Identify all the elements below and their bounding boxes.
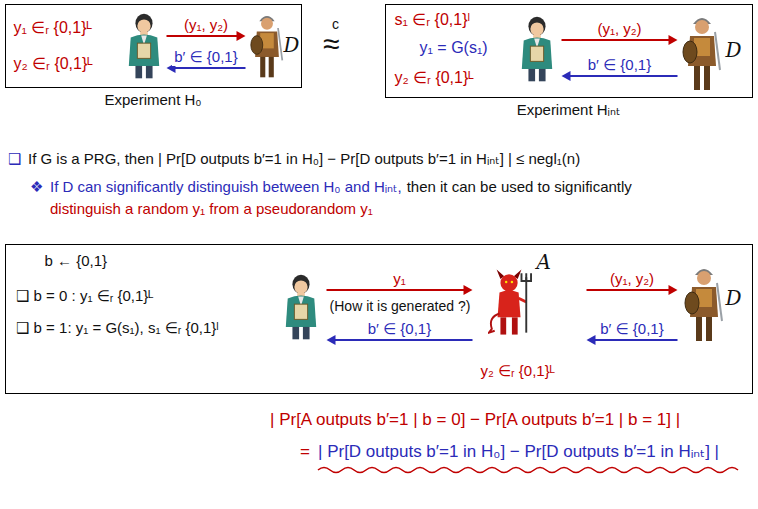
sampling-text: y₁ ∈ᵣ {0,1}ᴸ — [14, 18, 93, 37]
message-label: (y₁, y₂) — [182, 16, 230, 34]
sampling-text: y₂ ∈ᵣ {0,1}ᴸ — [481, 362, 555, 380]
party-name: D — [284, 34, 300, 58]
sampling-text: y₂ ∈ᵣ {0,1}ᴸ — [395, 68, 474, 87]
prg-text: y₁ = G(s₁) — [420, 38, 488, 57]
case-text: ❑ b = 0 : y₁ ∈ᵣ {0,1}ᴸ — [16, 287, 154, 305]
arrow-head — [562, 71, 571, 81]
sampling-text: y₂ ∈ᵣ {0,1}ᴸ — [14, 54, 93, 73]
bullet-text: distinguish a random y₁ from a pseudoran… — [50, 200, 373, 218]
challenger-figure — [129, 14, 159, 79]
coin-text: b ← {0,1} — [45, 252, 108, 270]
distinguisher-node: D — [680, 256, 750, 348]
message-label: (y₁, y₂) — [608, 270, 656, 288]
message-label: b′ ∈ {0,1} — [586, 56, 653, 74]
challenger-figure — [286, 275, 316, 340]
arrow-line — [327, 289, 465, 291]
wavy-underline — [318, 468, 738, 473]
challenger-node: s₁ ∈ᵣ {0,1}ˡ y₁ = G(s₁) y₂ ∈ᵣ {0,1}ᴸ — [390, 8, 560, 94]
arrow-line — [562, 39, 670, 41]
bullet-mark: ❖ — [30, 178, 43, 196]
equation-text: | Pr[A outputs b′=1 | b = 0] − Pr[A outp… — [270, 410, 680, 430]
party-name: D — [726, 38, 742, 62]
box-caption: Experiment H₀ — [104, 91, 201, 109]
distinguisher-figure — [685, 269, 722, 341]
party-name: A — [537, 250, 551, 274]
arrow-head — [587, 335, 596, 345]
distinguisher-node: D — [680, 8, 750, 94]
challenger-node: b ← {0,1} — [25, 250, 325, 350]
experiment-box: Experiment H₀y₁ ∈ᵣ {0,1}ᴸy₂ ∈ᵣ {0,1}ᴸD — [5, 4, 302, 88]
message-label: b′ ∈ {0,1} — [172, 48, 239, 66]
party-name: D — [726, 286, 742, 310]
experiment-box: Experiment Hᵢₙₜs₁ ∈ᵣ {0,1}ˡy₁ = G(s₁)y₂ … — [385, 4, 753, 98]
challenger-node: y₁ ∈ᵣ {0,1}ᴸ y₂ ∈ᵣ {0,1}ᴸ — [10, 10, 165, 84]
bullet-text: then it can be used to significantly — [407, 178, 632, 196]
equation-text: = — [300, 442, 310, 462]
message-label: b′ ∈ {0,1} — [366, 320, 433, 338]
arrow-line — [587, 289, 670, 291]
arrow-line — [335, 339, 473, 341]
distinguisher-node: D — [248, 8, 298, 84]
case-text: ❑ b = 1: y₁ = G(s₁), s₁ ∈ᵣ {0,1}ˡ — [16, 319, 219, 337]
arrow-line — [167, 35, 238, 37]
challenger-figure — [522, 17, 552, 82]
adversary-figure — [489, 270, 531, 335]
message-label: b′ ∈ {0,1} — [598, 320, 665, 338]
adversary-node: Ay₂ ∈ᵣ {0,1}ᴸ — [475, 250, 585, 386]
message-label: y₁ — [391, 270, 408, 288]
reduction-box: ❑ b = 0 : y₁ ∈ᵣ {0,1}ᴸ ❑ b = 1: y₁ = G(s₁… — [5, 244, 753, 394]
indistinguishability-mark: ≈ — [323, 26, 339, 62]
bullet-text: If G is a PRG, then | Pr[D outputs b′=1 … — [28, 150, 580, 168]
box-caption: Experiment Hᵢₙₜ — [517, 101, 621, 119]
edge-note: (How it is generated ?) — [330, 298, 471, 315]
arrow-head — [237, 31, 246, 41]
bullet-row: If D can significantly distinguish betwe… — [50, 178, 637, 196]
distinguisher-figure — [683, 18, 720, 90]
bullet-text: If D can significantly distinguish betwe… — [50, 178, 402, 196]
arrow-head — [464, 285, 473, 295]
distinguisher-figure — [251, 16, 282, 77]
message-label: (y₁, y₂) — [595, 20, 643, 38]
arrow-line — [175, 67, 246, 69]
arrow-line — [595, 339, 678, 341]
sampling-text: s₁ ∈ᵣ {0,1}ˡ — [395, 10, 471, 29]
arrow-head — [669, 35, 678, 45]
arrow-head — [669, 285, 678, 295]
bullet-mark: ❑ — [8, 150, 21, 168]
equation-text: | Pr[D outputs b′=1 in H₀] − Pr[D output… — [318, 442, 719, 462]
arrow-head — [327, 335, 336, 345]
arrow-line — [570, 75, 678, 77]
